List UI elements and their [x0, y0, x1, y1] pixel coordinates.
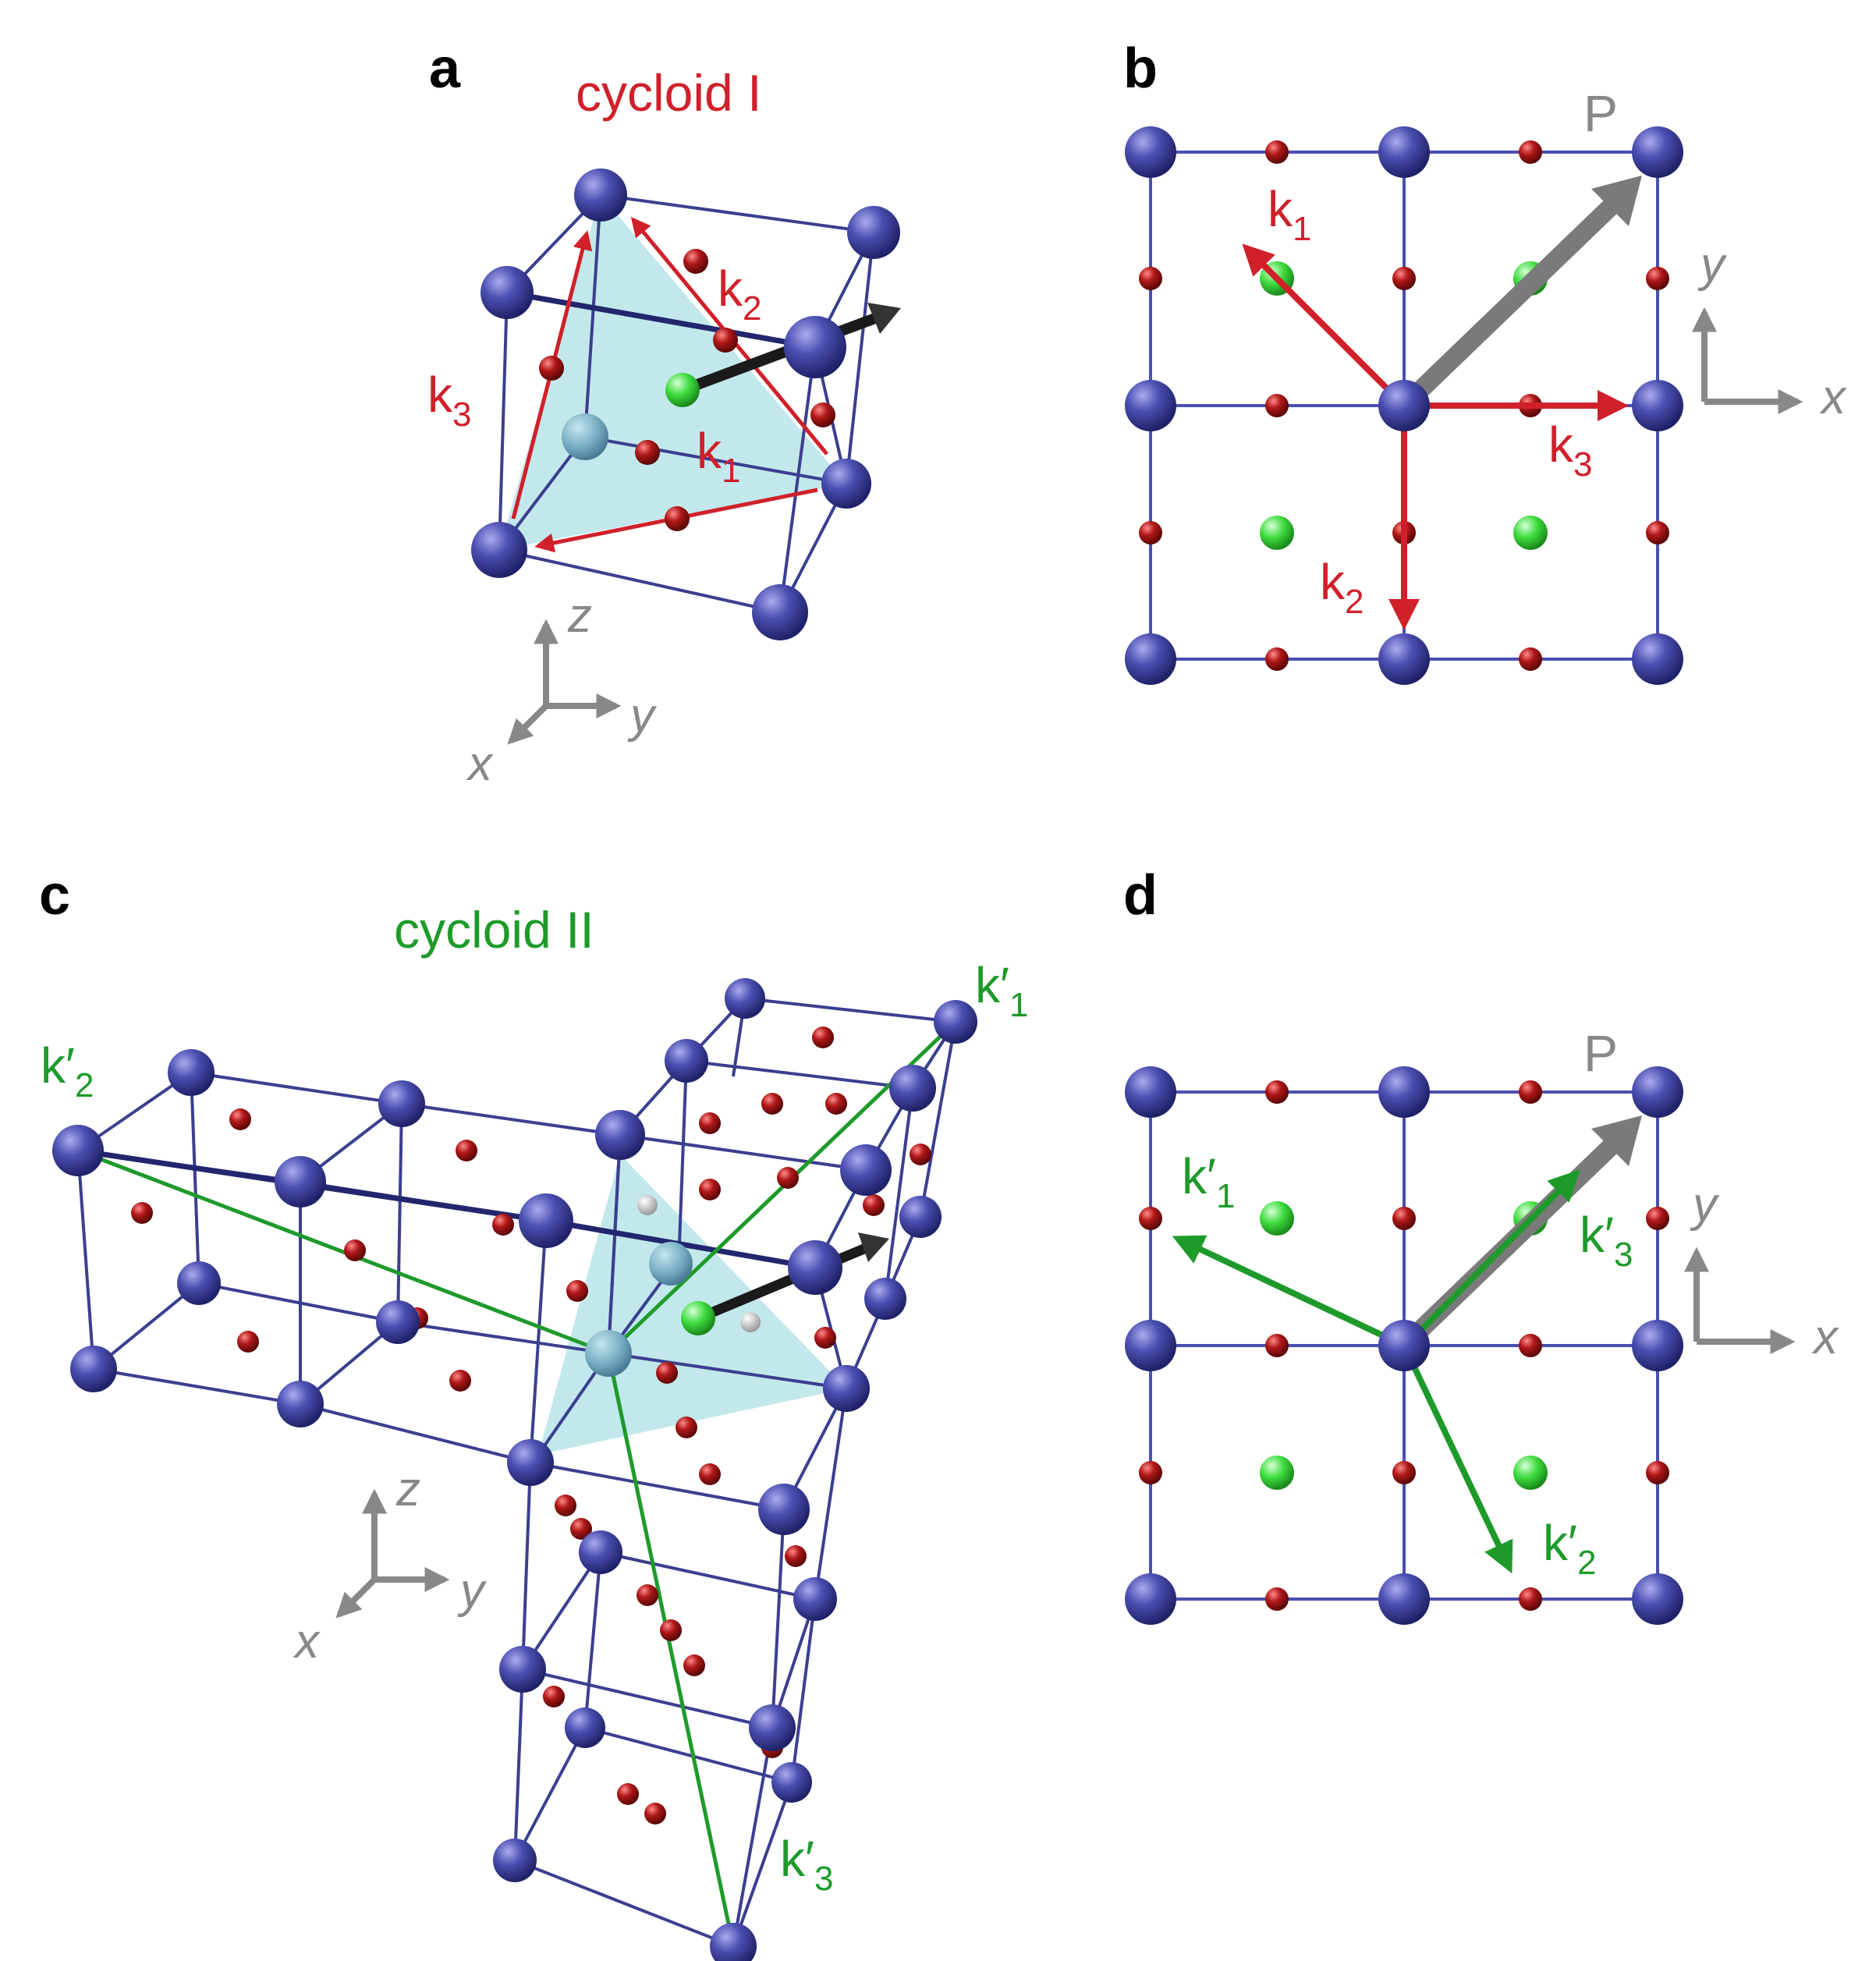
panel-b-axes: y x	[1692, 238, 1847, 424]
panel-c: c cycloid II	[39, 864, 1028, 1961]
panel-c-axis-y: y	[457, 1564, 488, 1618]
panel-a-letter: a	[429, 37, 461, 100]
panel-d-k3-label: k′3	[1580, 1207, 1633, 1274]
panel-c-ghost-atom	[740, 1312, 761, 1332]
panel-b-k3-label: k3	[1548, 417, 1592, 484]
panel-b-p-arrowhead	[1591, 176, 1642, 226]
panel-b-p-label: P	[1583, 84, 1618, 142]
panel-d-axis-y: y	[1690, 1178, 1720, 1232]
panel-b: b	[1123, 37, 1847, 685]
panel-b-blue-atoms	[1125, 126, 1683, 685]
panel-d-axis-x: x	[1811, 1310, 1839, 1364]
panel-c-oxygen-atoms	[131, 1027, 931, 1824]
panel-a-oxygen-atoms	[539, 249, 835, 531]
panel-a-axis-x: x	[466, 737, 494, 791]
panel-c-k3-label: k′3	[780, 1831, 833, 1898]
panel-a: a cycloid I	[427, 37, 901, 791]
panel-c-p-arrowhead	[858, 1232, 889, 1262]
panel-a-k3-label: k3	[427, 367, 471, 434]
panel-c-k1-label: k′1	[975, 957, 1028, 1024]
panel-a-title: cycloid I	[576, 64, 761, 122]
panel-b-k1-label: k1	[1268, 181, 1311, 248]
panel-a-plane	[499, 195, 846, 550]
panel-b-oxygen-atoms	[1139, 140, 1669, 671]
panel-c-blue-atoms	[52, 978, 977, 1961]
panel-c-k3-line	[606, 1353, 736, 1947]
panel-a-axis-z: z	[567, 589, 592, 643]
panel-a-axes: z y x	[466, 589, 658, 791]
panel-a-k1-label: k1	[697, 423, 740, 490]
panel-d-blue-atoms	[1125, 1066, 1683, 1625]
panel-a-p-arrowhead	[867, 303, 901, 334]
panel-d-k1-arrow	[1172, 1235, 1406, 1349]
panel-c-letter: c	[39, 864, 70, 927]
panel-b-k2-label: k2	[1320, 554, 1364, 621]
panel-c-axis-z: z	[395, 1463, 420, 1516]
panel-c-interior-atom	[649, 1242, 693, 1285]
panel-a-axis-y: y	[627, 689, 658, 743]
panel-c-ghost-atom	[637, 1195, 658, 1215]
panel-d-p-label: P	[1583, 1024, 1618, 1082]
panel-b-letter: b	[1123, 37, 1158, 100]
panel-c-k2-line	[77, 1148, 609, 1356]
panel-a-p-arrow	[680, 310, 884, 395]
panel-b-k1-arrow	[1242, 243, 1406, 408]
panel-d-letter: d	[1123, 864, 1158, 927]
panel-c-axes: z y x	[293, 1463, 488, 1668]
panel-c-axis-x: x	[293, 1615, 321, 1668]
panel-a-center-atom	[562, 413, 608, 460]
panel-d-p-arrowhead	[1591, 1115, 1642, 1166]
panel-a-green-atom	[665, 373, 700, 407]
panel-d-k2-label: k′2	[1543, 1515, 1596, 1582]
panel-a-blue-atoms	[471, 168, 900, 640]
panel-d-k2-arrow	[1401, 1344, 1513, 1574]
panel-b-axis-y: y	[1697, 238, 1728, 292]
panel-d: d	[1123, 864, 1839, 1625]
panel-d-k3-arrow	[1406, 1169, 1580, 1346]
panel-d-oxygen-atoms	[1139, 1080, 1669, 1611]
panel-c-k2-label: k′2	[41, 1037, 94, 1105]
panel-d-k1-label: k′1	[1182, 1148, 1235, 1215]
panel-b-p-arrow	[1397, 197, 1620, 413]
panel-a-k2-label: k2	[718, 261, 761, 328]
panel-c-title: cycloid II	[394, 901, 594, 959]
panel-d-green-atoms	[1260, 1201, 1548, 1490]
panel-c-center-atom	[585, 1330, 632, 1377]
panel-d-axes: y x	[1684, 1178, 1839, 1364]
panel-c-green-atom	[681, 1301, 715, 1335]
panel-b-axis-x: x	[1819, 371, 1847, 424]
